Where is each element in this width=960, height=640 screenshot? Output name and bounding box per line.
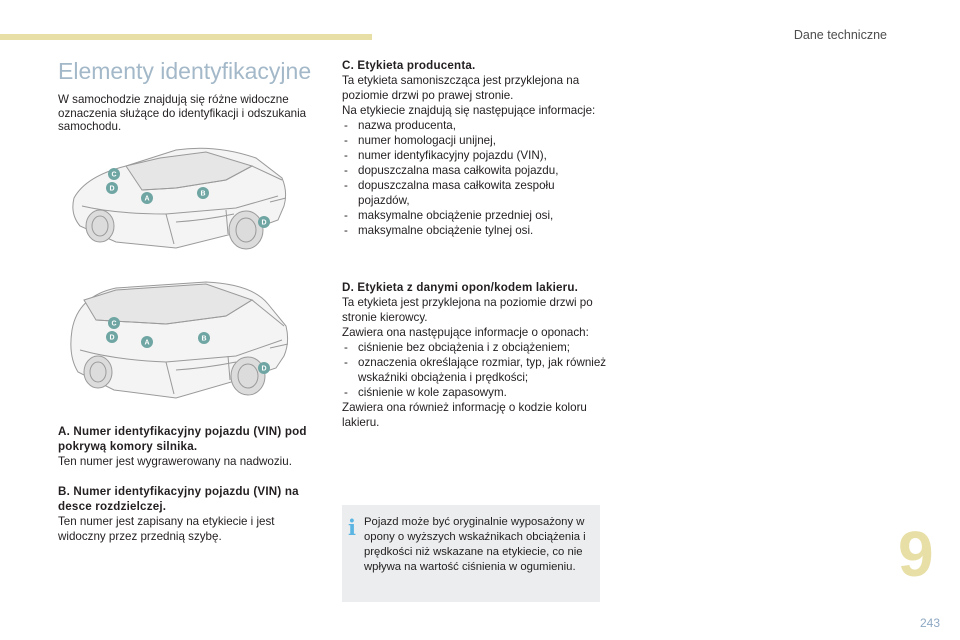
section-c-line: Na etykiecie znajdują się następujące in… — [342, 104, 596, 117]
info-icon: i — [348, 515, 356, 540]
label-badges-2: C D A B D — [106, 317, 270, 374]
section-d-list: ciśnienie bez obciążenia i z obciążeniem… — [342, 340, 607, 400]
sedan-illustration: C D A B D — [72, 147, 287, 250]
section-b-text: Ten numer jest zapisany na etykiecie i j… — [58, 515, 275, 543]
section-a: A. Numer identyfikacyjny pojazdu (VIN) p… — [58, 424, 323, 469]
section-d-heading: D. Etykieta z danymi opon/kodem lakieru. — [342, 281, 579, 294]
badge-c: C — [111, 172, 116, 179]
badge-b: B — [201, 336, 206, 343]
label-badges: C D A B D — [106, 168, 270, 228]
section-b: B. Numer identyfikacyjny pojazdu (VIN) n… — [58, 484, 323, 544]
header-accent-bar — [0, 34, 372, 40]
page-title: Elementy identyfikacyjne — [58, 58, 312, 84]
list-item: maksymalne obciążenie tylnej osi. — [342, 223, 607, 238]
intro-paragraph: W samochodzie znajdują się różne widoczn… — [58, 93, 307, 133]
list-item: dopuszczalna masa całkowita pojazdu, — [342, 163, 607, 178]
list-item: nazwa producenta, — [342, 118, 607, 133]
badge-a: A — [144, 340, 149, 347]
info-note-text: Pojazd może być oryginalnie wyposażony w… — [364, 516, 586, 573]
section-c-heading: C. Etykieta producenta. — [342, 59, 476, 72]
badge-d-2: D — [261, 366, 266, 373]
chapter-number: 9 — [898, 518, 934, 590]
estate-illustration: C D A B D — [70, 281, 289, 399]
section-d: D. Etykieta z danymi opon/kodem lakieru.… — [342, 280, 607, 430]
list-item: oznaczenia określające rozmiar, typ, jak… — [342, 355, 607, 385]
section-b-heading: B. Numer identyfikacyjny pojazdu (VIN) n… — [58, 485, 299, 513]
badge-d: D — [109, 335, 114, 342]
list-item: ciśnienie w kole zapasowym. — [342, 385, 607, 400]
section-c-line: Ta etykieta samoniszcząca jest przyklejo… — [342, 74, 580, 102]
badge-a: A — [144, 196, 149, 203]
info-note: i Pojazd może być oryginalnie wyposażony… — [342, 505, 600, 602]
page-number: 243 — [919, 616, 940, 630]
list-item: dopuszczalna masa całkowita zespołu poja… — [342, 178, 607, 208]
section-d-footer: Zawiera ona również informację o kodzie … — [342, 401, 587, 429]
badge-b: B — [200, 191, 205, 198]
section-a-heading: A. Numer identyfikacyjny pojazdu (VIN) p… — [58, 425, 307, 453]
section-c-list: nazwa producenta, numer homologacji unij… — [342, 118, 607, 238]
list-item: numer identyfikacyjny pojazdu (VIN), — [342, 148, 607, 163]
section-a-text: Ten numer jest wygrawerowany na nadwoziu… — [58, 455, 292, 468]
section-c: C. Etykieta producenta. Ta etykieta samo… — [342, 58, 607, 238]
badge-d-2: D — [261, 220, 266, 227]
section-d-line: Ta etykieta jest przyklejona na poziomie… — [342, 296, 593, 324]
section-d-line: Zawiera ona następujące informacje o opo… — [342, 326, 589, 339]
list-item: numer homologacji unijnej, — [342, 133, 607, 148]
list-item: maksymalne obciążenie przedniej osi, — [342, 208, 607, 223]
section-title: Dane techniczne — [793, 28, 887, 42]
badge-c: C — [111, 321, 116, 328]
list-item: ciśnienie bez obciążenia i z obciążeniem… — [342, 340, 607, 355]
badge-d: D — [109, 186, 114, 193]
